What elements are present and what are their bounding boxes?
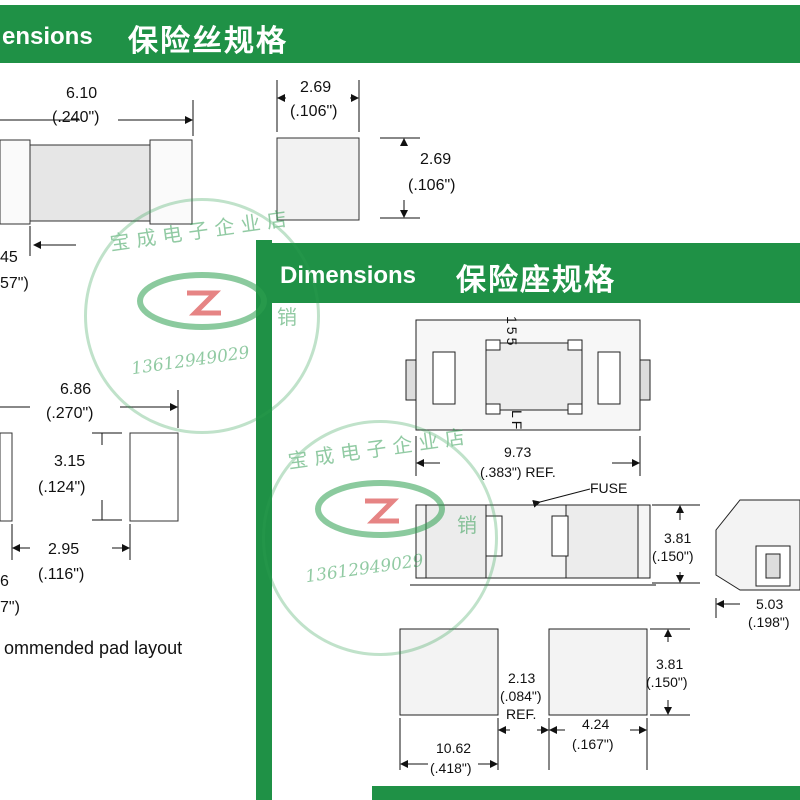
- hpad-overall-mm: 10.62: [436, 740, 472, 756]
- fuse-end-width-in: (.106"): [290, 103, 338, 120]
- pad-left-mm: 6: [0, 573, 9, 590]
- fuse-header-en: ensions: [2, 23, 93, 50]
- hpad-width-mm: 4.24: [582, 716, 610, 732]
- holder-side-in: (.198"): [748, 614, 790, 630]
- holder-header-cn: 保险座规格: [456, 263, 616, 298]
- fuse-pad-layout: [0, 390, 179, 560]
- stamp-1-side: 销: [277, 305, 297, 329]
- holder-bottom-code: LF: [509, 410, 525, 433]
- pad-gap-in: (.116"): [38, 566, 85, 583]
- pad-height-mm: 3.15: [54, 453, 86, 470]
- fuse-end-height-mm: 2.69: [420, 151, 452, 168]
- fuse-cap-in: 57"): [0, 275, 29, 292]
- hpad-width-in: (.167"): [572, 736, 614, 752]
- hpad-height-mm: 3.81: [656, 656, 684, 672]
- pad-left-in: 7"): [0, 599, 20, 616]
- fuse-length-in: (.240"): [52, 109, 100, 126]
- hpad-gap-mm: 2.13: [508, 670, 536, 686]
- stamp-logo-icon: [315, 480, 445, 538]
- pad-height-in: (.124"): [38, 479, 86, 496]
- hpad-overall-in: (.418"): [430, 760, 472, 776]
- fuse-length-mm: 6.10: [66, 85, 98, 102]
- holder-height-in: (.150"): [652, 548, 694, 564]
- fuse-end-view: [276, 80, 420, 221]
- pad-overall-mm: 6.86: [60, 381, 92, 398]
- watermark-stamp-2: 宝 成 电 子 企 业 店 13612949029 销: [262, 420, 498, 656]
- holder-top-view: [405, 319, 651, 476]
- holder-pad-layout: [399, 628, 690, 770]
- pad-overall-in: (.270"): [46, 405, 94, 422]
- holder-top-code: 155: [504, 316, 520, 349]
- fuse-end-height-in: (.106"): [408, 177, 456, 194]
- hpad-gap-in: (.084"): [500, 688, 542, 704]
- stamp-2-side: 销: [457, 513, 477, 537]
- holder-ref-mm: 9.73: [504, 444, 532, 460]
- hpad-gap-ref: REF.: [506, 706, 537, 722]
- holder-height-mm: 3.81: [664, 530, 692, 546]
- fuse-cap-mm: 45: [0, 249, 18, 266]
- fuse-header-cn: 保险丝规格: [128, 24, 288, 59]
- holder-ref-in: (.383") REF.: [480, 464, 556, 480]
- pad-layout-caption: ommended pad layout: [4, 638, 183, 658]
- fuse-end-width-mm: 2.69: [300, 79, 332, 96]
- holder-fuse-label: FUSE: [590, 480, 628, 496]
- pad-gap-mm: 2.95: [48, 541, 80, 558]
- bottom-bar: [372, 786, 800, 800]
- holder-side-mm: 5.03: [756, 596, 784, 612]
- holder-end-view: [715, 499, 800, 618]
- fuse-dimensions-header: ensions 保险丝规格: [0, 5, 800, 63]
- watermark-stamp-1: 宝 成 电 子 企 业 店 13612949029 销: [84, 198, 320, 434]
- hpad-height-in: (.150"): [646, 674, 688, 690]
- stamp-logo-icon: [137, 272, 267, 330]
